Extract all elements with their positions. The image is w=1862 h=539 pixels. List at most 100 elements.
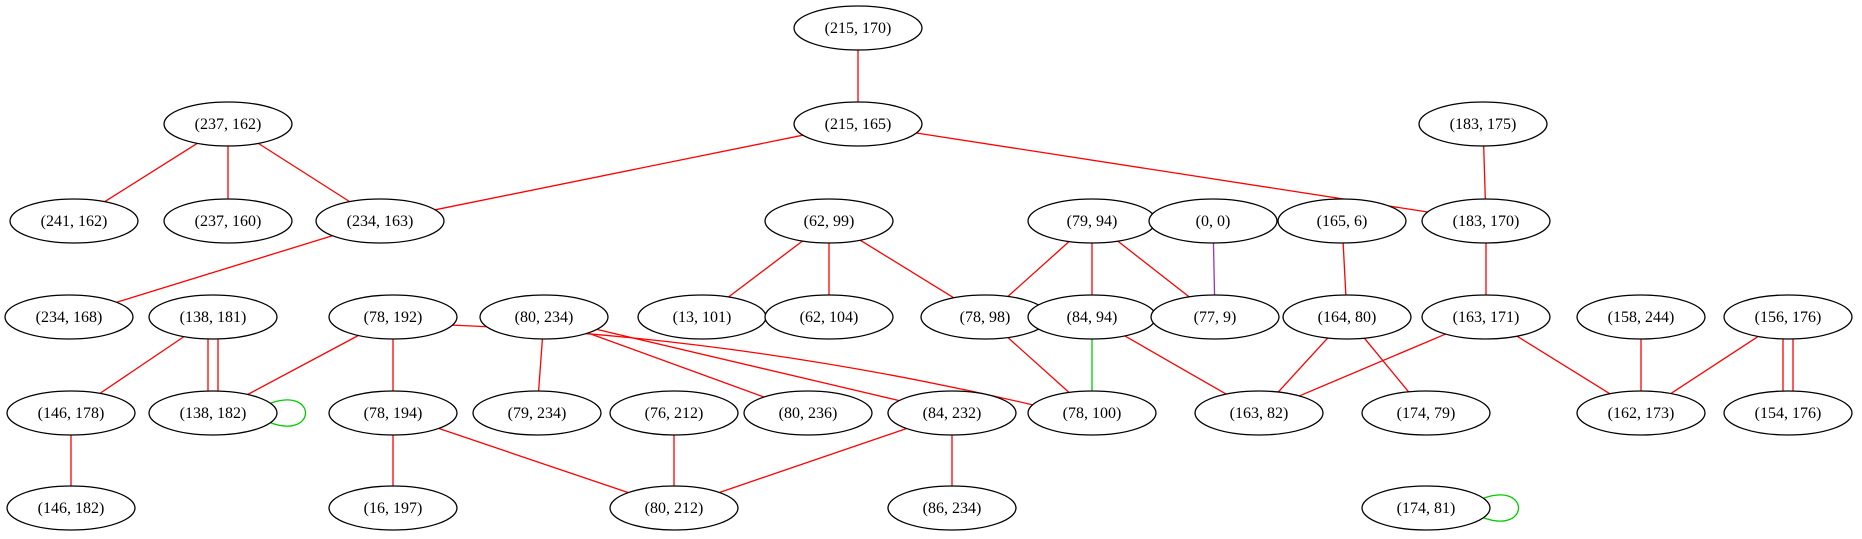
edge-237_162-to-241_162 [104,142,198,203]
node-ellipse [1148,198,1278,244]
node-164_80: (164, 80) [1282,294,1412,340]
edge-163_171-to-162_173 [1516,335,1611,395]
edge-80_234-to-80_236 [587,332,765,398]
node-ellipse [479,294,609,340]
node-ellipse [1421,294,1551,340]
node-183_170: (183, 170) [1421,198,1551,244]
node-label: (146, 178) [38,405,105,422]
node-163_82: (163, 82) [1194,390,1324,436]
node-ellipse [148,390,278,436]
node-84_232: (84, 232) [887,390,1017,436]
node-ellipse [1576,390,1706,436]
node-label: (78, 100) [1063,405,1122,422]
node-ellipse [328,294,458,340]
edge-80_234-to-79_234 [537,338,544,392]
node-ellipse [472,390,602,436]
node-label: (163, 171) [1453,309,1520,326]
edge-165_6-to-164_80 [1342,242,1347,296]
node-162_173: (162, 173) [1576,390,1706,436]
node-ellipse [1418,101,1548,147]
node-label: (80, 236) [779,405,838,422]
edge-237_162-to-234_163 [258,142,350,203]
node-ellipse [1723,294,1853,340]
node-label: (80, 234) [515,309,574,326]
node-ellipse [887,390,1017,436]
node-80_234: (80, 234) [479,294,609,340]
edge-164_80-to-163_82 [1277,337,1329,393]
node-label: (163, 82) [1230,405,1289,422]
node-ellipse [163,198,293,244]
node-label: (237, 160) [195,213,262,230]
node-76_212: (76, 212) [609,390,739,436]
node-label: (183, 175) [1450,116,1517,133]
node-label: (162, 173) [1608,405,1675,422]
node-183_175: (183, 175) [1418,101,1548,147]
node-ellipse [743,390,873,436]
node-ellipse [1282,294,1412,340]
node-86_234: (86, 234) [887,485,1017,531]
node-ellipse [328,485,458,531]
edge-80_234-to-84_232 [596,328,900,402]
node-174_79: (174, 79) [1361,390,1491,436]
node-ellipse [764,294,894,340]
node-ellipse [1194,390,1324,436]
node-label: (165, 6) [1317,213,1368,230]
node-label: (16, 197) [364,500,423,517]
node-ellipse [6,485,136,531]
node-label: (215, 170) [825,20,892,37]
node-label: (79, 94) [1067,213,1118,230]
node-80_236: (80, 236) [743,390,873,436]
node-label: (86, 234) [923,500,982,517]
node-ellipse [609,390,739,436]
edge-156_176-to-162_173 [1670,335,1759,395]
node-label: (234, 163) [347,213,414,230]
edge-79_94-to-78_98 [1007,241,1070,297]
node-ellipse [163,101,293,147]
node-label: (156, 176) [1755,309,1822,326]
node-237_160: (237, 160) [163,198,293,244]
edge-62_99-to-78_98 [859,239,955,299]
node-146_178: (146, 178) [6,390,136,436]
node-215_170: (215, 170) [793,5,923,51]
node-ellipse [1361,485,1491,531]
node-174_81: (174, 81) [1361,485,1491,531]
node-ellipse [1277,198,1407,244]
node-ellipse [1421,198,1551,244]
node-label: (174, 79) [1397,405,1456,422]
node-ellipse [1723,390,1853,436]
node-16_197: (16, 197) [328,485,458,531]
node-label: (183, 170) [1453,213,1520,230]
node-ellipse [6,390,136,436]
node-234_168: (234, 168) [4,294,134,340]
node-label: (79, 234) [508,405,567,422]
node-label: (158, 244) [1608,309,1675,326]
node-label: (138, 181) [180,309,247,326]
node-156_176: (156, 176) [1723,294,1853,340]
node-label: (78, 194) [364,405,423,422]
node-label: (215, 165) [825,116,892,133]
edge-138_181-to-146_178 [99,336,185,394]
edge-84_94-to-163_82 [1124,335,1227,395]
node-165_6: (165, 6) [1277,198,1407,244]
edge-234_163-to-234_168 [116,235,333,303]
node-label: (77, 9) [1194,309,1237,326]
edge-78_98-to-78_100 [1007,337,1070,393]
node-label: (241, 162) [41,213,108,230]
node-label: (84, 232) [923,405,982,422]
edge-84_232-to-80_212 [719,427,907,494]
node-ellipse [9,198,139,244]
edge-163_171-to-163_82 [1299,333,1446,397]
node-label: (0, 0) [1196,213,1231,230]
edge-183_175-to-183_170 [1483,145,1486,200]
node-78_194: (78, 194) [328,390,458,436]
node-80_212: (80, 212) [609,485,739,531]
node-label: (80, 212) [645,500,704,517]
node-ellipse [148,294,278,340]
node-ellipse [1150,294,1280,340]
node-79_234: (79, 234) [472,390,602,436]
node-label: (78, 98) [960,309,1011,326]
node-label: (174, 81) [1397,500,1456,517]
edge-164_80-to-174_79 [1363,337,1410,393]
node-ellipse [609,485,739,531]
node-154_176: (154, 176) [1723,390,1853,436]
